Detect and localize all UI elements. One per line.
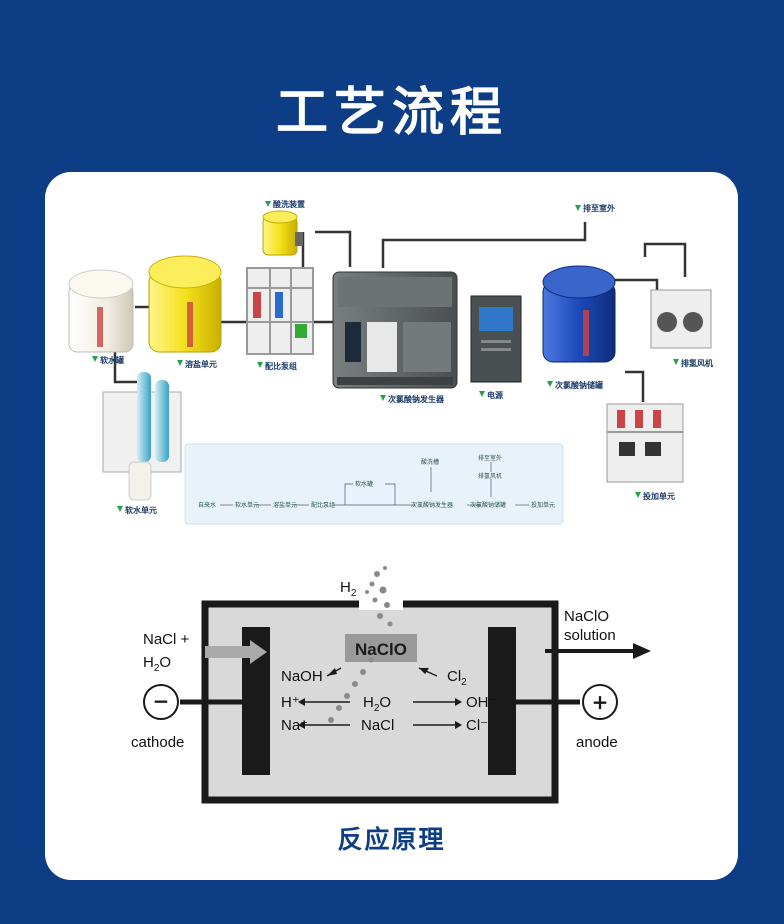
gas-bubbles <box>328 566 393 723</box>
label-soft-unit: 软水单元 <box>125 505 157 515</box>
h2-label: H2 <box>340 579 357 599</box>
minus-sign: − <box>153 689 170 713</box>
plus-sign: + <box>592 690 609 714</box>
electrolysis-cell <box>180 598 580 804</box>
anode-label: anode <box>576 734 618 751</box>
product-box <box>345 634 417 662</box>
brine-tank <box>148 255 222 353</box>
flow-brine-unit: 溶盐单元 <box>273 501 297 509</box>
nacl-label: NaCl <box>361 717 394 734</box>
label-ratio-pump: 配比泵组 <box>265 361 297 371</box>
content-card: 软水罐 溶盐单元 酸洗装置 配比泵组 <box>45 172 738 880</box>
process-diagram: 软水罐 溶盐单元 酸洗装置 配比泵组 <box>68 199 713 804</box>
label-vent-outside: 排至室外 <box>583 203 615 213</box>
inlet-arrow <box>205 640 267 664</box>
dosing-unit-frame <box>606 403 684 483</box>
label-generator: 次氯酸钠发生器 <box>388 394 445 404</box>
flow-storage-tank: 次氯酸钠储罐 <box>470 501 506 509</box>
outlet-arrow-icon <box>633 643 651 659</box>
label-power: 电源 <box>487 390 503 400</box>
outlet-label-2: solution <box>564 627 616 644</box>
soft-water-tank <box>68 269 134 353</box>
label-acid-wash: 酸洗装置 <box>273 199 305 209</box>
label-storage-tank: 次氯酸钠储罐 <box>555 380 603 390</box>
product-label: NaClO <box>355 640 407 659</box>
generator-cabinet <box>332 271 458 389</box>
ratio-pump-frame <box>246 267 314 355</box>
power-cabinet <box>470 295 522 383</box>
inlet-label-1: NaCl + <box>143 631 190 648</box>
marker-icon <box>479 391 485 397</box>
soft-water-unit <box>102 372 182 501</box>
marker-icon <box>575 205 581 211</box>
oh-minus-label: OH⁻ <box>466 694 496 711</box>
marker-icon <box>257 362 263 368</box>
marker-icon <box>265 201 271 207</box>
na-plus-label: Na⁺ <box>281 717 308 734</box>
page-title: 工艺流程 <box>275 83 508 143</box>
marker-icon <box>177 360 183 366</box>
exhaust-fan-frame <box>650 289 712 349</box>
flow-ratio-pump: 配比泵组 <box>311 501 335 509</box>
flow-dosing-unit: 投加单元 <box>531 501 555 509</box>
marker-icon <box>635 492 641 498</box>
flow-vent-outside: 排至室外 <box>478 454 502 462</box>
label-brine-unit: 溶盐单元 <box>185 359 217 369</box>
outlet-label-1: NaClO <box>564 608 609 625</box>
marker-icon <box>117 506 123 512</box>
flow-tap-water: 自来水 <box>198 501 216 509</box>
cl-minus-label: Cl⁻ <box>466 717 488 734</box>
flow-generator: 次氯酸钠发生器 <box>411 501 453 509</box>
reaction-caption: 反应原理 <box>337 825 446 854</box>
anode-plate <box>488 627 516 775</box>
label-exhaust-fan: 排氢风机 <box>681 358 713 368</box>
h-plus-label: H⁺ <box>281 694 300 711</box>
marker-icon <box>547 381 553 387</box>
minus-icon <box>143 684 179 720</box>
marker-icon <box>380 395 386 401</box>
label-soft-tank: 软水罐 <box>100 355 124 365</box>
h2o-label: H2O <box>363 694 391 714</box>
label-dosing-unit: 投加单元 <box>643 491 675 501</box>
marker-icon <box>673 359 679 365</box>
naoh-label: NaOH <box>281 668 323 685</box>
plus-icon <box>582 684 618 720</box>
storage-tank <box>542 265 616 363</box>
flow-exhaust-fan: 排氢风机 <box>478 472 502 480</box>
acid-wash-tank <box>262 210 303 256</box>
flow-soft-unit: 软水单元 <box>235 501 259 509</box>
flow-chart: 自来水 软水单元 溶盐单元 配比泵组 软水罐 酸洗槽 次氯酸钠发生器 次氯酸钠储… <box>184 443 564 525</box>
flow-soft-tank: 软水罐 <box>355 480 373 488</box>
marker-icon <box>92 356 98 362</box>
flow-acid-wash: 酸洗槽 <box>421 458 439 466</box>
cathode-label: cathode <box>131 734 184 751</box>
inlet-label-2: H2O <box>143 654 171 674</box>
cl2-label: Cl2 <box>447 668 467 688</box>
